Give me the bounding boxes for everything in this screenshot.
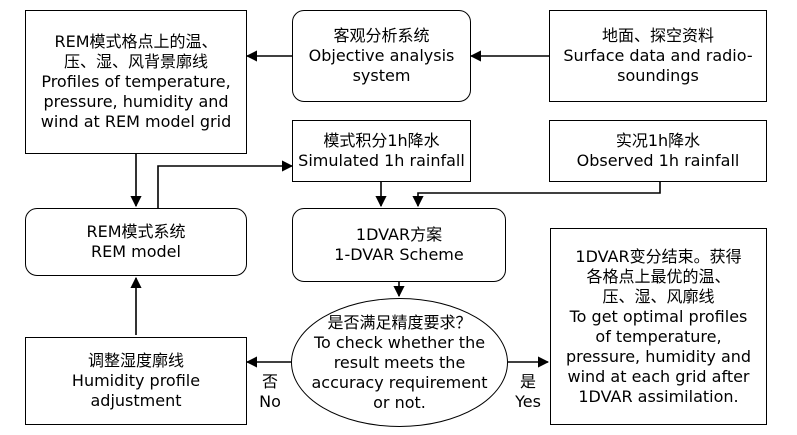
- rem-profiles-line-1: REM模式格点上的温、: [54, 32, 218, 51]
- yes-label-en: Yes: [515, 392, 541, 411]
- objective-analysis-line-1: 客观分析系统: [333, 26, 430, 45]
- observed-rainfall-line-2: Observed 1h rainfall: [576, 151, 740, 170]
- optimal-profiles-line-2: 各格点上最优的温、: [586, 266, 731, 286]
- accuracy-check-decision: 是否满足精度要求？ To check whether the result me…: [291, 298, 508, 427]
- humidity-adjustment-line-1: 调整湿度廓线: [87, 351, 184, 370]
- accuracy-check-line-4: accuracy requirement: [311, 372, 488, 392]
- rem-profiles-line-5: wind at REM model grid: [40, 112, 232, 131]
- 1dvar-scheme-box: 1DVAR方案 1-DVAR Scheme: [292, 208, 506, 282]
- accuracy-check-line-5: or not.: [373, 392, 426, 412]
- rem-model-box: REM模式系统 REM model: [25, 208, 247, 276]
- surface-data-line-1: 地面、探空资料: [601, 26, 714, 45]
- arrow-rem-model-to-simulated: [157, 160, 294, 208]
- objective-analysis-box: 客观分析系统 Objective analysis system: [292, 10, 471, 102]
- accuracy-check-line-2: To check whether the: [313, 332, 486, 352]
- surface-data-box: 地面、探空资料 Surface data and radio- sounding…: [549, 10, 767, 102]
- accuracy-check-line-1: 是否满足精度要求？: [327, 312, 472, 332]
- surface-data-line-3: soundings: [617, 66, 699, 85]
- optimal-profiles-line-6: pressure, humidity and: [565, 346, 752, 366]
- no-label-zh: 否: [261, 372, 278, 391]
- optimal-profiles-box: 1DVAR变分结束。获得 各格点上最优的温、 压、湿、风廓线 To get op…: [550, 228, 767, 425]
- 1dvar-scheme-line-1: 1DVAR方案: [355, 225, 443, 244]
- rem-model-line-2: REM model: [91, 242, 181, 261]
- arrow-observed-to-1dvar: [412, 182, 661, 208]
- 1dvar-scheme-line-2: 1-DVAR Scheme: [334, 245, 464, 264]
- rem-model-line-1: REM模式系统: [86, 222, 186, 241]
- yes-label-zh: 是: [519, 372, 536, 391]
- optimal-profiles-line-4: To get optimal profiles: [569, 306, 748, 326]
- optimal-profiles-line-7: wind at each grid after: [567, 366, 750, 386]
- optimal-profiles-line-8: 1DVAR assimilation.: [578, 386, 739, 406]
- simulated-rainfall-line-1: 模式积分1h降水: [323, 131, 440, 150]
- optimal-profiles-line-1: 1DVAR变分结束。获得: [575, 246, 742, 266]
- accuracy-check-line-3: result meets the: [333, 352, 466, 372]
- yes-branch-label: 是 Yes: [508, 372, 548, 412]
- rem-background-profiles-box: REM模式格点上的温、 压、湿、风背景廓线 Profiles of temper…: [25, 10, 247, 154]
- rem-profiles-line-2: 压、湿、风背景廓线: [63, 52, 208, 71]
- no-label-en: No: [259, 392, 281, 411]
- objective-analysis-line-2: Objective analysis: [308, 46, 455, 65]
- humidity-adjustment-line-2: Humidity profile: [71, 371, 201, 390]
- humidity-adjustment-box: 调整湿度廓线 Humidity profile adjustment: [25, 337, 247, 425]
- rem-profiles-line-3: Profiles of temperature,: [41, 72, 231, 91]
- rem-profiles-line-4: pressure, humidity and: [43, 92, 229, 111]
- humidity-adjustment-line-3: adjustment: [90, 391, 182, 410]
- simulated-rainfall-line-2: Simulated 1h rainfall: [298, 151, 465, 170]
- optimal-profiles-line-3: 压、湿、风廓线: [602, 286, 715, 306]
- no-branch-label: 否 No: [252, 372, 288, 412]
- observed-rainfall-box: 实况1h降水 Observed 1h rainfall: [549, 120, 767, 182]
- observed-rainfall-line-1: 实况1h降水: [615, 131, 701, 150]
- objective-analysis-line-3: system: [352, 66, 411, 85]
- surface-data-line-2: Surface data and radio-: [563, 46, 753, 65]
- simulated-rainfall-box: 模式积分1h降水 Simulated 1h rainfall: [292, 120, 471, 182]
- optimal-profiles-line-5: of temperature,: [595, 326, 722, 346]
